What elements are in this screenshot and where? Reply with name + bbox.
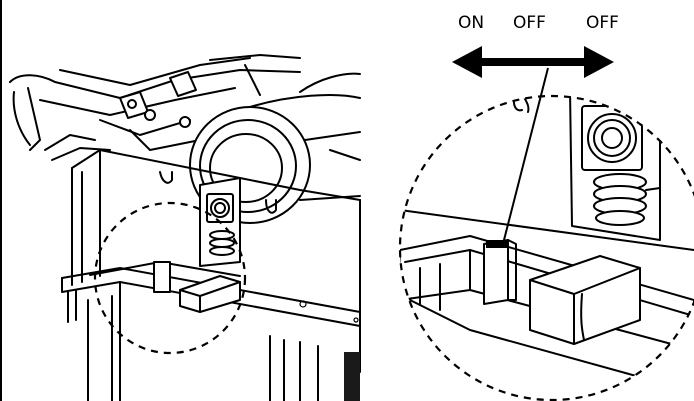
label-on: ON xyxy=(458,13,484,33)
detail-circle-large xyxy=(398,94,694,401)
top-carriage xyxy=(9,54,301,161)
detail-circle-small xyxy=(93,201,247,355)
pointer-line xyxy=(503,67,549,241)
zoom-contents xyxy=(400,96,694,393)
label-off-1: OFF xyxy=(513,13,546,33)
machine-overview xyxy=(9,54,361,401)
zoomed-detail: ON OFF OFF xyxy=(398,13,694,401)
base-tray xyxy=(61,261,361,401)
label-off-2: OFF xyxy=(586,13,619,33)
switch-small xyxy=(153,261,241,313)
double-arrow-icon xyxy=(452,46,614,78)
